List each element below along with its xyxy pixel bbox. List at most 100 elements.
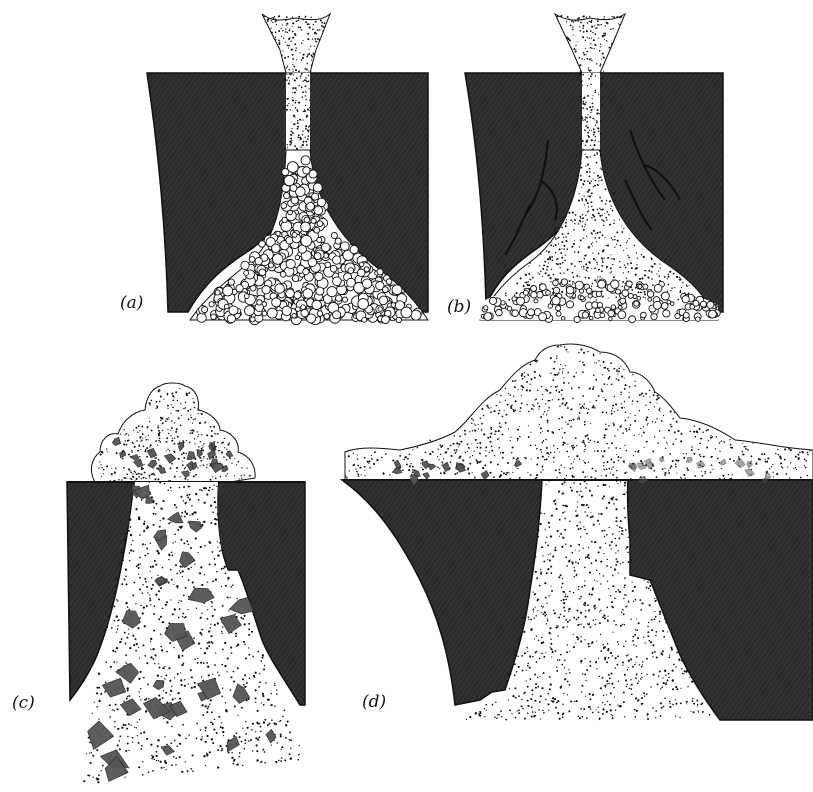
stipple-dot (641, 666, 643, 668)
stipple-dot (305, 105, 306, 106)
stipple-dot (670, 703, 671, 704)
stipple-dot (301, 87, 303, 89)
stipple-dot (543, 656, 545, 658)
stipple-dot (609, 182, 610, 183)
stipple-dot (590, 195, 591, 196)
pebble (628, 293, 633, 298)
stipple-dot (140, 441, 141, 442)
stipple-dot (170, 569, 172, 571)
stipple-dot (676, 473, 677, 474)
stipple-dot (212, 551, 214, 553)
stipple-dot (307, 38, 309, 40)
stipple-dot (656, 418, 657, 419)
stipple-dot (672, 688, 674, 690)
stipple-dot (664, 468, 665, 469)
stipple-dot (693, 453, 695, 455)
pebble (321, 243, 330, 252)
stipple-dot (600, 140, 601, 141)
stipple-dot (563, 245, 565, 247)
stipple-dot (128, 530, 130, 532)
stipple-dot (585, 487, 587, 489)
stipple-dot (139, 577, 141, 579)
stipple-dot (584, 567, 586, 569)
stipple-dot (212, 673, 213, 674)
stipple-dot (565, 225, 567, 227)
stipple-dot (547, 703, 549, 705)
stipple-dot (233, 671, 235, 673)
stipple-dot (206, 464, 207, 465)
stipple-dot (676, 688, 678, 690)
stipple-dot (475, 713, 476, 714)
stipple-dot (587, 117, 588, 118)
stipple-dot (569, 280, 571, 282)
stipple-dot (608, 502, 610, 504)
stipple-dot (594, 44, 596, 46)
stipple-dot (686, 285, 687, 286)
stipple-dot (606, 607, 608, 609)
stipple-dot (170, 487, 172, 489)
stipple-dot (132, 473, 133, 474)
stipple-dot (807, 452, 809, 454)
stipple-dot (584, 424, 586, 426)
stipple-dot (193, 475, 195, 477)
stipple-dot (598, 395, 600, 397)
stipple-dot (146, 456, 148, 458)
stipple-dot (139, 456, 140, 457)
stipple-dot (275, 36, 276, 37)
stipple-dot (307, 130, 308, 131)
stipple-dot (691, 446, 692, 447)
stipple-dot (622, 562, 624, 564)
stipple-dot (580, 96, 582, 98)
stipple-dot (618, 23, 619, 24)
stipple-dot (190, 669, 192, 671)
stipple-dot (136, 427, 138, 429)
stipple-dot (103, 473, 104, 474)
stipple-dot (202, 714, 204, 716)
pebble (582, 312, 588, 318)
stipple-dot (181, 515, 182, 516)
stipple-dot (610, 652, 612, 654)
stipple-dot (190, 432, 192, 434)
stipple-dot (142, 612, 144, 614)
stipple-dot (184, 468, 186, 470)
stipple-dot (670, 411, 672, 413)
stipple-dot (571, 561, 573, 563)
stipple-dot (641, 277, 643, 279)
stipple-dot (552, 701, 554, 703)
stipple-dot (579, 403, 580, 404)
stipple-dot (676, 421, 678, 423)
stipple-dot (221, 722, 222, 723)
stipple-dot (157, 745, 159, 747)
stipple-dot (537, 598, 539, 600)
stipple-dot (664, 618, 666, 620)
pebble (561, 317, 565, 321)
stipple-dot (497, 714, 498, 715)
stipple-dot (569, 619, 571, 621)
stipple-dot (589, 16, 590, 17)
stipple-dot (550, 683, 552, 685)
stipple-dot (211, 711, 213, 713)
stipple-dot (281, 55, 283, 57)
stipple-dot (576, 525, 578, 527)
stipple-dot (217, 541, 218, 542)
stipple-dot (292, 54, 294, 56)
stipple-dot (138, 516, 140, 518)
stipple-dot (134, 727, 135, 728)
stipple-dot (682, 673, 683, 674)
stipple-dot (574, 567, 575, 568)
stipple-dot (458, 443, 460, 445)
stipple-dot (583, 149, 585, 151)
stipple-dot (632, 400, 634, 402)
stipple-dot (677, 430, 679, 432)
stipple-dot (526, 282, 528, 284)
stipple-dot (638, 434, 639, 435)
stipple-dot (584, 403, 585, 404)
stipple-dot (615, 447, 617, 449)
stipple-dot (137, 431, 138, 432)
stipple-dot (649, 390, 650, 391)
stipple-dot (155, 564, 157, 566)
stipple-dot (471, 418, 473, 420)
stipple-dot (487, 407, 489, 409)
stipple-dot (536, 651, 537, 652)
stipple-dot (604, 172, 606, 174)
